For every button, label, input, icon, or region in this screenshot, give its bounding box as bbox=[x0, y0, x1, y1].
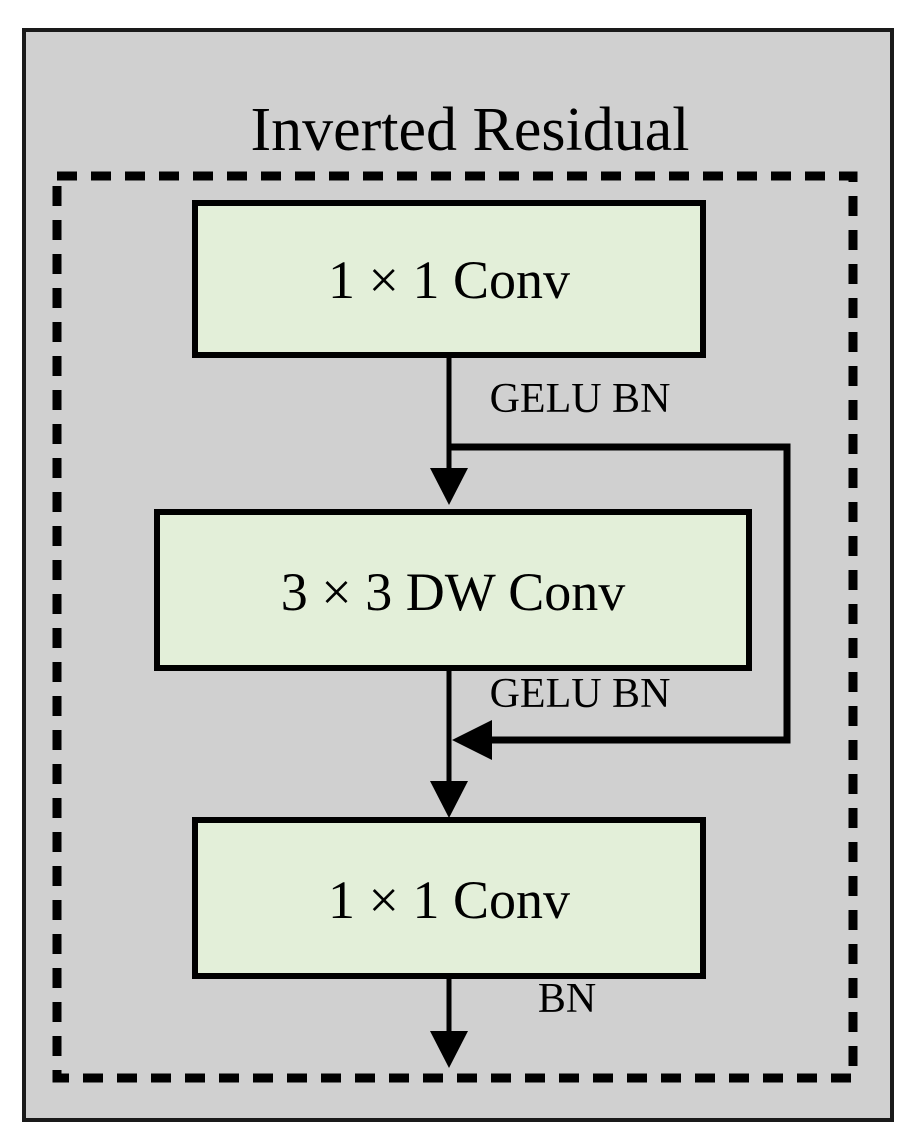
node-dwconv[interactable] bbox=[154, 509, 752, 671]
edge-label-gelu-bn-1: GELU BN bbox=[490, 376, 671, 422]
edge-label-gelu-bn-2: GELU BN bbox=[490, 671, 671, 717]
page-title: Inverted Residual bbox=[250, 96, 689, 164]
edge-conv2-to-output-arrowhead bbox=[430, 1031, 468, 1068]
skip-connection-path bbox=[449, 443, 791, 744]
node-dwconv-label: 3 × 3 DW Conv bbox=[281, 562, 625, 622]
node-conv1-label: 1 × 1 Conv bbox=[328, 250, 570, 310]
edge-conv1-to-dwconv-arrowhead bbox=[430, 468, 468, 505]
node-conv2-label: 1 × 1 Conv bbox=[328, 870, 570, 930]
edge-dwconv-to-conv2-arrowhead bbox=[430, 781, 468, 818]
node-conv1[interactable] bbox=[192, 200, 706, 358]
skip-connection-arrowhead bbox=[452, 720, 492, 760]
edge-label-bn: BN bbox=[538, 976, 596, 1022]
